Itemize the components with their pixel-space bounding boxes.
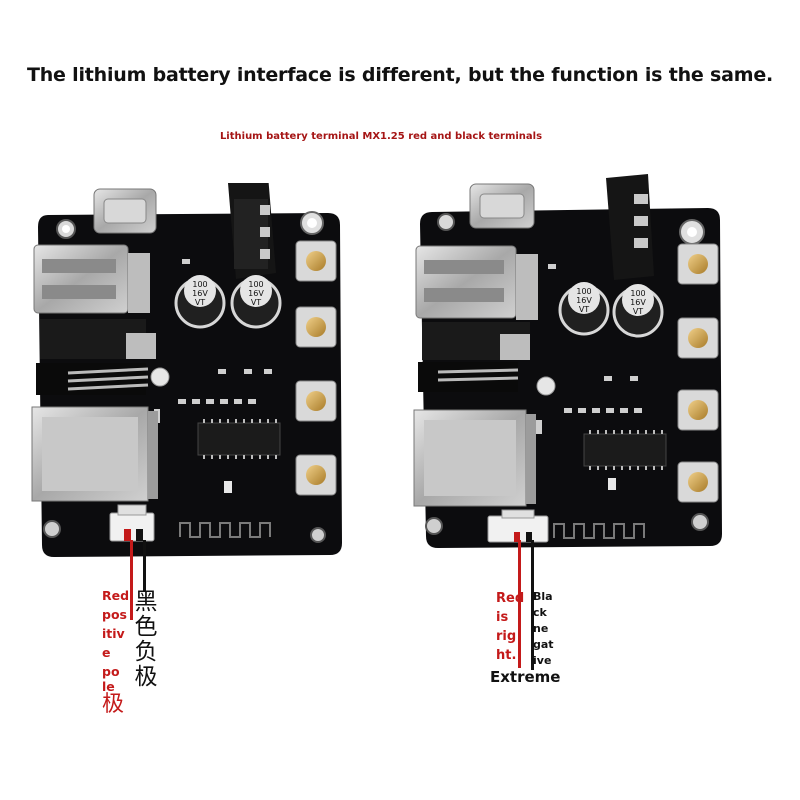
right-red-label: Red is rig ht. (496, 589, 524, 665)
left-red-line1: Red (102, 588, 130, 603)
left-cap1-line1: 100 (192, 280, 207, 289)
right-black-line1: Bla (533, 590, 553, 603)
right-black-line3: ne (533, 622, 549, 635)
right-red-line3: rig (496, 629, 517, 644)
right-cap2-line2: 16V (630, 298, 646, 307)
left-cap2-line2: 16V (248, 289, 264, 298)
left-black-char4: 极 (134, 664, 158, 690)
right-red-line4: ht. (496, 648, 517, 663)
right-cap2-line3: VT (633, 307, 643, 316)
subline: Lithium battery terminal MX1.25 red and … (219, 131, 543, 142)
left-red-line6: 极 (102, 692, 125, 717)
right-black-line4: gat (533, 638, 554, 651)
headline: The lithium battery interface is differe… (26, 64, 774, 86)
right-extreme-label: Extreme (490, 668, 561, 686)
right-red-wire (518, 540, 521, 668)
right-black-label: Bla ck ne gat ive (533, 589, 561, 669)
right-black-wire (531, 540, 534, 670)
right-cap1-line1: 100 (576, 287, 591, 296)
left-black-label: 黑 色 负 极 (132, 590, 160, 690)
left-black-wire (143, 540, 146, 592)
left-cap1-line2: 16V (192, 289, 208, 298)
right-cap1-line3: VT (579, 305, 589, 314)
right-black-line5: ive (533, 654, 552, 667)
left-red-wire (130, 540, 133, 620)
left-red-line2: pos (102, 607, 127, 622)
right-cap2-line1: 100 (630, 289, 645, 298)
left-red-line3: itiv (102, 626, 125, 641)
left-black-char2: 色 (134, 614, 158, 640)
right-board-photo: 100 16V VT 100 16V VT (413, 174, 722, 548)
left-cap2-line3: VT (251, 298, 261, 307)
right-cap1-line2: 16V (576, 296, 592, 305)
left-black-char3: 负 (134, 639, 158, 665)
left-cap2-line1: 100 (248, 280, 263, 289)
right-red-line2: is (496, 610, 509, 625)
right-red-line1: Red (496, 591, 525, 606)
left-red-line4: e po (102, 645, 120, 679)
left-black-char1: 黑 (134, 589, 158, 615)
left-board-photo: 100 16V VT 100 16V VT (31, 183, 342, 557)
right-black-line2: ck (533, 606, 547, 619)
left-red-label: Red pos itiv e po le 极 (102, 586, 132, 717)
left-red-line5: le (102, 679, 115, 694)
left-cap1-line3: VT (195, 298, 205, 307)
